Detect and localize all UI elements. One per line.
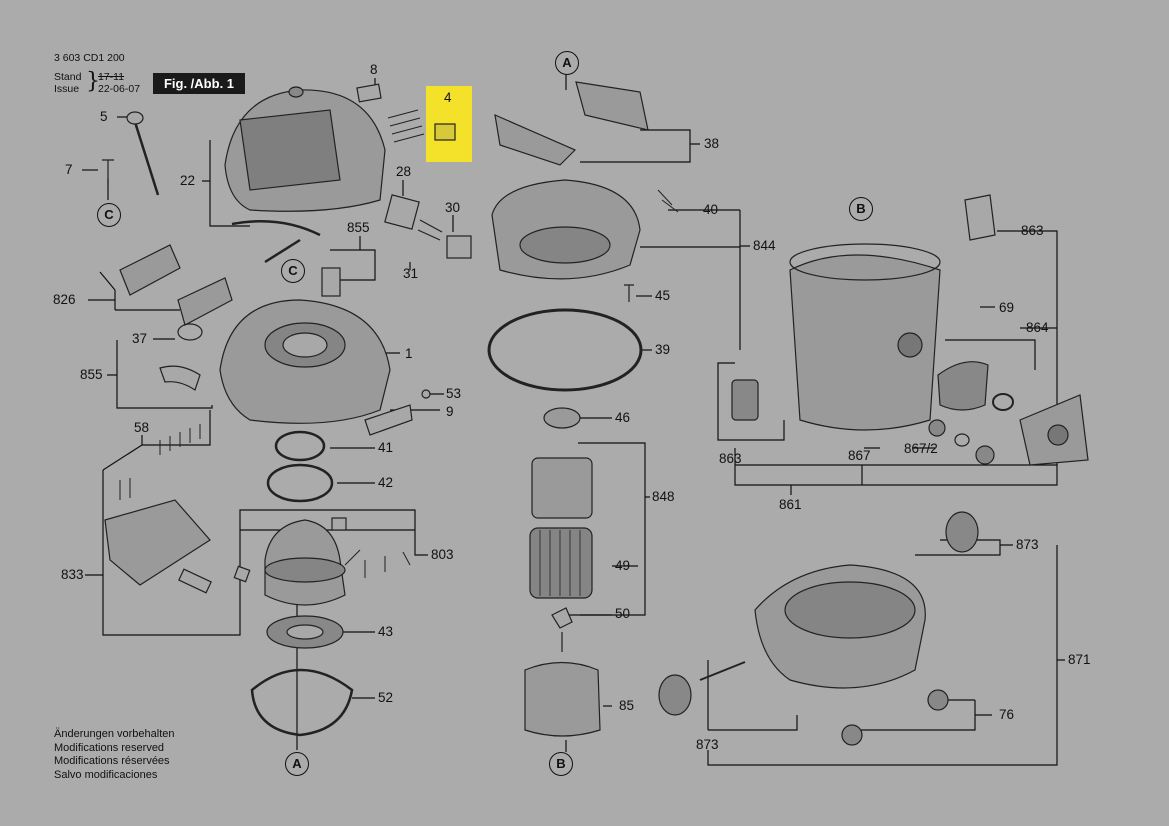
notice-en: Modifications reserved [54, 741, 165, 754]
label-part-28: 28 [396, 164, 412, 179]
label-part-861: 861 [779, 497, 802, 512]
part-shapes [102, 81, 1089, 746]
label-part-41: 41 [378, 440, 394, 455]
stand-label: Stand [54, 71, 82, 83]
notice-fr: Modifications réservées [54, 755, 170, 767]
ref-circle-c-motor: C [281, 259, 305, 283]
label-part-1: 1 [405, 346, 413, 361]
label-part-43: 43 [378, 624, 394, 639]
ref-circle-a-bottom: A [285, 752, 309, 776]
label-part-867-2: 867/2 [904, 441, 938, 456]
label-part-22: 22 [180, 173, 196, 188]
modifications-notice: Änderungen vorbehalten Modifications res… [54, 728, 174, 782]
label-part-833: 833 [61, 567, 84, 582]
label-part-31: 31 [403, 266, 419, 281]
label-part-38: 38 [704, 136, 720, 151]
figure-label: Fig. /Abb. 1 [153, 73, 245, 94]
label-part-7: 7 [65, 162, 73, 177]
issue-date: 22-06-07 [98, 83, 141, 95]
label-part-52: 52 [378, 690, 394, 705]
label-part-45: 45 [655, 288, 671, 303]
label-part-863-top: 863 [1021, 223, 1044, 238]
label-part-50: 50 [615, 606, 631, 621]
label-part-867: 867 [848, 448, 871, 463]
label-part-53: 53 [446, 386, 462, 401]
label-part-8: 8 [370, 62, 378, 77]
label-part-855-top: 855 [347, 220, 370, 235]
ref-circle-a-top: A [555, 51, 579, 75]
label-part-826: 826 [53, 292, 76, 307]
label-part-864: 864 [1026, 320, 1049, 335]
part-number: 3 603 CD1 200 [54, 52, 125, 64]
label-part-803: 803 [431, 547, 454, 562]
label-part-49: 49 [615, 558, 631, 573]
label-part-5: 5 [100, 109, 108, 124]
notice-es: Salvo modificaciones [54, 768, 158, 781]
label-part-863-left: 863 [719, 451, 742, 466]
stand-date: 17-11 [98, 71, 125, 83]
brace-icon: } [86, 69, 100, 94]
label-part-871: 871 [1068, 652, 1091, 667]
issue-label: Issue [54, 83, 80, 95]
label-part-30: 30 [445, 200, 461, 215]
ref-circle-b-top: B [849, 197, 873, 221]
label-part-37: 37 [132, 331, 148, 346]
notice-de: Änderungen vorbehalten [54, 728, 175, 740]
label-part-39: 39 [655, 342, 671, 357]
ref-circle-c-left: C [97, 203, 121, 227]
label-part-40: 40 [703, 202, 719, 217]
label-part-855-left: 855 [80, 367, 103, 382]
label-part-873-right: 873 [1016, 537, 1039, 552]
label-part-848: 848 [652, 489, 675, 504]
label-part-46: 46 [615, 410, 631, 425]
label-part-69: 69 [999, 300, 1015, 315]
label-part-58: 58 [134, 420, 150, 435]
label-part-76: 76 [999, 707, 1015, 722]
label-part-4: 4 [444, 90, 452, 105]
ref-circle-b-bottom: B [549, 752, 573, 776]
label-part-85: 85 [619, 698, 635, 713]
label-part-844: 844 [753, 238, 776, 253]
label-part-42: 42 [378, 475, 394, 490]
label-part-873-bottom: 873 [696, 737, 719, 752]
label-part-9: 9 [446, 404, 454, 419]
